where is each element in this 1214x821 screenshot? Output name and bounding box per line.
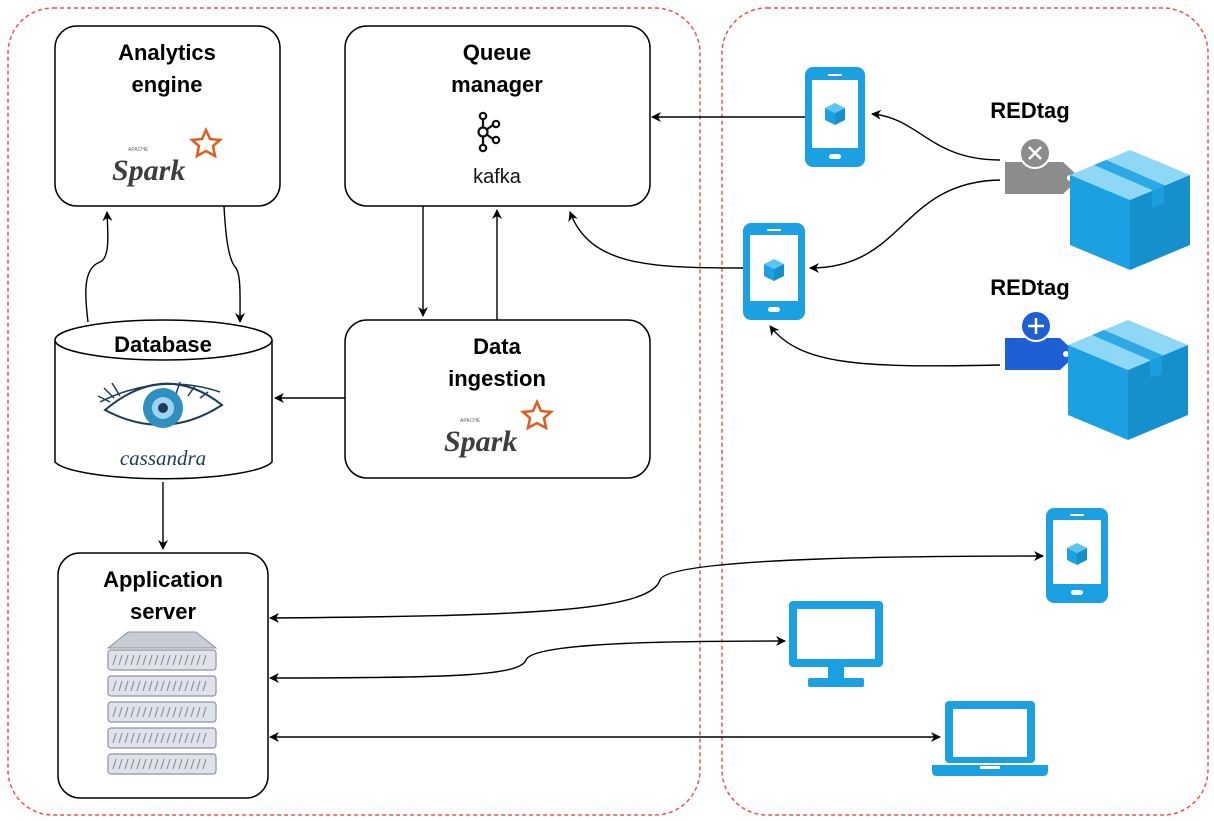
queue-manager-label-1: Queue bbox=[463, 40, 531, 65]
edge-tag1-to-phone2 bbox=[809, 179, 1001, 273]
svg-text:Spark: Spark bbox=[112, 154, 185, 187]
laptop-icon bbox=[932, 701, 1048, 776]
redtag-label-1: REDtag bbox=[990, 98, 1069, 123]
edge-tag1-to-phone1 bbox=[871, 109, 1001, 161]
cassandra-eye-icon bbox=[97, 381, 224, 428]
edge-tag2-to-phone2 bbox=[769, 325, 1001, 367]
cassandra-logo-text: cassandra bbox=[120, 446, 206, 470]
svg-text:APACHE: APACHE bbox=[128, 147, 149, 153]
database-label: Database bbox=[114, 332, 212, 357]
edge-analytics-to-database bbox=[223, 205, 246, 323]
analytics-engine-node: Analytics engine APACHE Spark bbox=[54, 25, 281, 207]
redtag-label-2: REDtag bbox=[990, 275, 1069, 300]
svg-text:APACHE: APACHE bbox=[460, 418, 481, 424]
package-box-icon bbox=[1070, 150, 1190, 270]
queue-manager-node: Queue manager kafka bbox=[344, 25, 651, 207]
analytics-engine-label-1: Analytics bbox=[118, 40, 216, 65]
edge-phone2-to-queue bbox=[568, 211, 744, 269]
tag-remove-icon bbox=[1005, 137, 1080, 194]
data-ingestion-label-1: Data bbox=[473, 334, 521, 359]
spark-logo-icon: APACHE Spark bbox=[112, 126, 224, 187]
queue-manager-label-2: manager bbox=[451, 72, 543, 97]
backend-zone bbox=[7, 7, 701, 816]
spark-logo-icon: APACHE Spark bbox=[444, 398, 555, 458]
kafka-logo-icon: kafka bbox=[473, 111, 522, 188]
edge-appserver-phone3 bbox=[269, 551, 1044, 623]
database-node: Database cassandra bbox=[54, 319, 273, 480]
kafka-logo-text: kafka bbox=[473, 166, 522, 188]
monitor-icon bbox=[789, 601, 883, 687]
client-zone bbox=[721, 7, 1209, 816]
tag-add-icon bbox=[1005, 310, 1077, 370]
application-server-label-2: server bbox=[130, 599, 197, 624]
smartphone-icon bbox=[805, 67, 865, 167]
smartphone-icon bbox=[1046, 508, 1108, 603]
application-server-label-1: Application bbox=[103, 567, 223, 592]
svg-text:Spark: Spark bbox=[444, 425, 517, 458]
server-rack-icon bbox=[106, 631, 218, 775]
smartphone-icon bbox=[743, 223, 805, 320]
analytics-engine-label-2: engine bbox=[132, 72, 203, 97]
edge-database-to-analytics bbox=[85, 211, 113, 323]
edge-appserver-monitor bbox=[269, 636, 786, 683]
application-server-node: Application server bbox=[57, 552, 269, 799]
data-ingestion-label-2: ingestion bbox=[448, 366, 546, 391]
package-box-icon bbox=[1068, 320, 1188, 440]
data-ingestion-node: Data ingestion APACHE Spark bbox=[344, 319, 651, 479]
